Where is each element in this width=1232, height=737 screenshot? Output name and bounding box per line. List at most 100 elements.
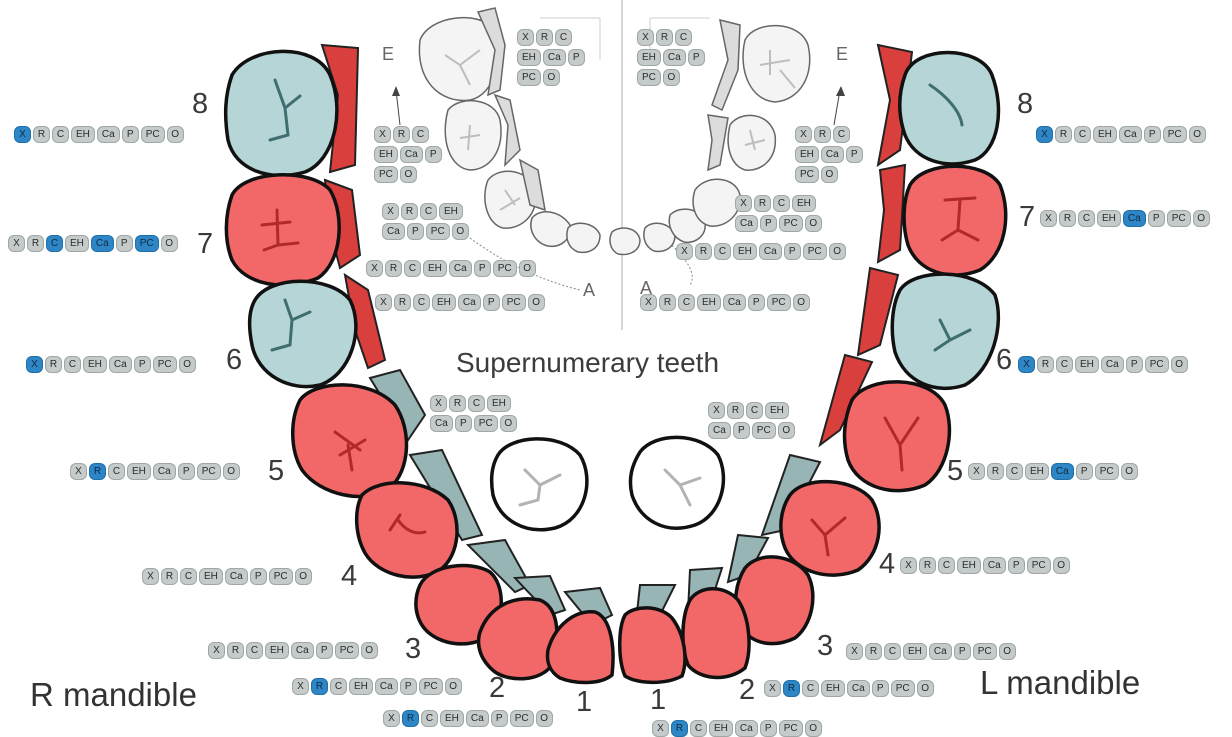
chip-prim_l_d-c[interactable]: C — [773, 195, 790, 212]
chip-prim_l_b-r[interactable]: R — [659, 294, 676, 311]
chip-r5-r[interactable]: R — [89, 463, 106, 480]
chip-r7-o[interactable]: O — [161, 235, 178, 252]
chip-r6-c[interactable]: C — [64, 356, 81, 373]
chip-top_right-p[interactable]: P — [688, 49, 705, 66]
chip-top_left-r[interactable]: R — [536, 29, 553, 46]
chip-r3-o[interactable]: O — [361, 642, 378, 659]
chip-l2-p[interactable]: P — [872, 680, 889, 697]
chip-l1-r[interactable]: R — [671, 720, 688, 737]
chip-r5-c[interactable]: C — [108, 463, 125, 480]
chip-l3-eh[interactable]: EH — [903, 643, 927, 660]
chip-top_left-o[interactable]: O — [543, 69, 560, 86]
chip-l6-eh[interactable]: EH — [1075, 356, 1099, 373]
chip-l8-r[interactable]: R — [1055, 126, 1072, 143]
chip-prim_l_b-x[interactable]: X — [640, 294, 657, 311]
chip-r5-o[interactable]: O — [223, 463, 240, 480]
tooth-l2[interactable] — [683, 589, 749, 678]
chip-super_right-ca[interactable]: Ca — [430, 415, 453, 432]
chip-l3-x[interactable]: X — [846, 643, 863, 660]
chip-prim_r_b-c[interactable]: C — [413, 294, 430, 311]
chip-prim_l_c-ca[interactable]: Ca — [759, 243, 782, 260]
chip-l7-eh[interactable]: EH — [1097, 210, 1121, 227]
chip-r7-r[interactable]: R — [27, 235, 44, 252]
chip-l8-c[interactable]: C — [1074, 126, 1091, 143]
chip-prim_r_b-o[interactable]: O — [528, 294, 545, 311]
chip-prim_l_b-eh[interactable]: EH — [697, 294, 721, 311]
chip-prim_l_b-p[interactable]: P — [748, 294, 765, 311]
tooth-r6[interactable] — [250, 281, 356, 386]
chip-r2-p[interactable]: P — [400, 678, 417, 695]
chip-prim_l_b-pc[interactable]: PC — [767, 294, 791, 311]
tooth-r5[interactable] — [293, 385, 407, 497]
chip-super_right-pc[interactable]: PC — [474, 415, 498, 432]
chip-r7-pc[interactable]: PC — [135, 235, 159, 252]
chip-r8-x[interactable]: X — [14, 126, 31, 143]
chip-r1-pc[interactable]: PC — [510, 710, 534, 727]
chip-l6-x[interactable]: X — [1018, 356, 1035, 373]
chip-r4-r[interactable]: R — [161, 568, 178, 585]
chip-l4-ca[interactable]: Ca — [983, 557, 1006, 574]
chip-r3-pc[interactable]: PC — [335, 642, 359, 659]
chip-prim_l_c-pc[interactable]: PC — [803, 243, 827, 260]
chip-r4-c[interactable]: C — [180, 568, 197, 585]
chip-top_left-p[interactable]: P — [568, 49, 585, 66]
chip-r4-ca[interactable]: Ca — [225, 568, 248, 585]
chip-top_left-pc[interactable]: PC — [517, 69, 541, 86]
chip-r1-p[interactable]: P — [491, 710, 508, 727]
chip-r6-pc[interactable]: PC — [153, 356, 177, 373]
chip-r8-r[interactable]: R — [33, 126, 50, 143]
chip-super_right-x[interactable]: X — [430, 395, 447, 412]
chip-l1-eh[interactable]: EH — [709, 720, 733, 737]
chip-super_left-pc[interactable]: PC — [752, 422, 776, 439]
chip-r6-x[interactable]: X — [26, 356, 43, 373]
tooth-l7[interactable] — [904, 166, 1006, 275]
chip-prim_l_b-o[interactable]: O — [793, 294, 810, 311]
chip-prim_l_e-pc[interactable]: PC — [795, 166, 819, 183]
chip-l5-c[interactable]: C — [1006, 463, 1023, 480]
chip-prim_l_c-o[interactable]: O — [829, 243, 846, 260]
chip-r6-eh[interactable]: EH — [83, 356, 107, 373]
chip-l4-r[interactable]: R — [919, 557, 936, 574]
chip-top_right-ca[interactable]: Ca — [663, 49, 686, 66]
chip-r6-r[interactable]: R — [45, 356, 62, 373]
chip-l8-eh[interactable]: EH — [1093, 126, 1117, 143]
chip-r4-pc[interactable]: PC — [269, 568, 293, 585]
chip-l3-pc[interactable]: PC — [973, 643, 997, 660]
chip-l1-ca[interactable]: Ca — [735, 720, 758, 737]
chip-l4-x[interactable]: X — [900, 557, 917, 574]
chip-l6-c[interactable]: C — [1056, 356, 1073, 373]
chip-r2-pc[interactable]: PC — [419, 678, 443, 695]
chip-l4-p[interactable]: P — [1008, 557, 1025, 574]
chip-prim_r_d-o[interactable]: O — [452, 223, 469, 240]
chip-l3-c[interactable]: C — [884, 643, 901, 660]
chip-prim_r_d-r[interactable]: R — [401, 203, 418, 220]
chip-l1-pc[interactable]: PC — [779, 720, 803, 737]
chip-r5-p[interactable]: P — [178, 463, 195, 480]
chip-r2-r[interactable]: R — [311, 678, 328, 695]
chip-r6-p[interactable]: P — [134, 356, 151, 373]
chip-r3-x[interactable]: X — [208, 642, 225, 659]
chip-l8-x[interactable]: X — [1036, 126, 1053, 143]
tooth-l8[interactable] — [900, 53, 999, 164]
chip-r3-eh[interactable]: EH — [265, 642, 289, 659]
chip-l7-x[interactable]: X — [1040, 210, 1057, 227]
chip-l4-c[interactable]: C — [938, 557, 955, 574]
chip-l4-eh[interactable]: EH — [957, 557, 981, 574]
chip-r7-ca[interactable]: Ca — [91, 235, 114, 252]
chip-prim_r_e-eh[interactable]: EH — [374, 146, 398, 163]
chip-prim_r_c-pc[interactable]: PC — [493, 260, 517, 277]
chip-l1-p[interactable]: P — [760, 720, 777, 737]
chip-prim_r_e-ca[interactable]: Ca — [400, 146, 423, 163]
chip-l3-ca[interactable]: Ca — [929, 643, 952, 660]
chip-prim_r_d-c[interactable]: C — [420, 203, 437, 220]
chip-prim_r_c-r[interactable]: R — [385, 260, 402, 277]
chip-l6-p[interactable]: P — [1126, 356, 1143, 373]
chip-l2-x[interactable]: X — [764, 680, 781, 697]
chip-l5-pc[interactable]: PC — [1095, 463, 1119, 480]
chip-l7-c[interactable]: C — [1078, 210, 1095, 227]
chip-l7-r[interactable]: R — [1059, 210, 1076, 227]
chip-top_left-eh[interactable]: EH — [517, 49, 541, 66]
chip-l2-eh[interactable]: EH — [821, 680, 845, 697]
chip-super_left-eh[interactable]: EH — [765, 402, 789, 419]
chip-prim_l_e-ca[interactable]: Ca — [821, 146, 844, 163]
